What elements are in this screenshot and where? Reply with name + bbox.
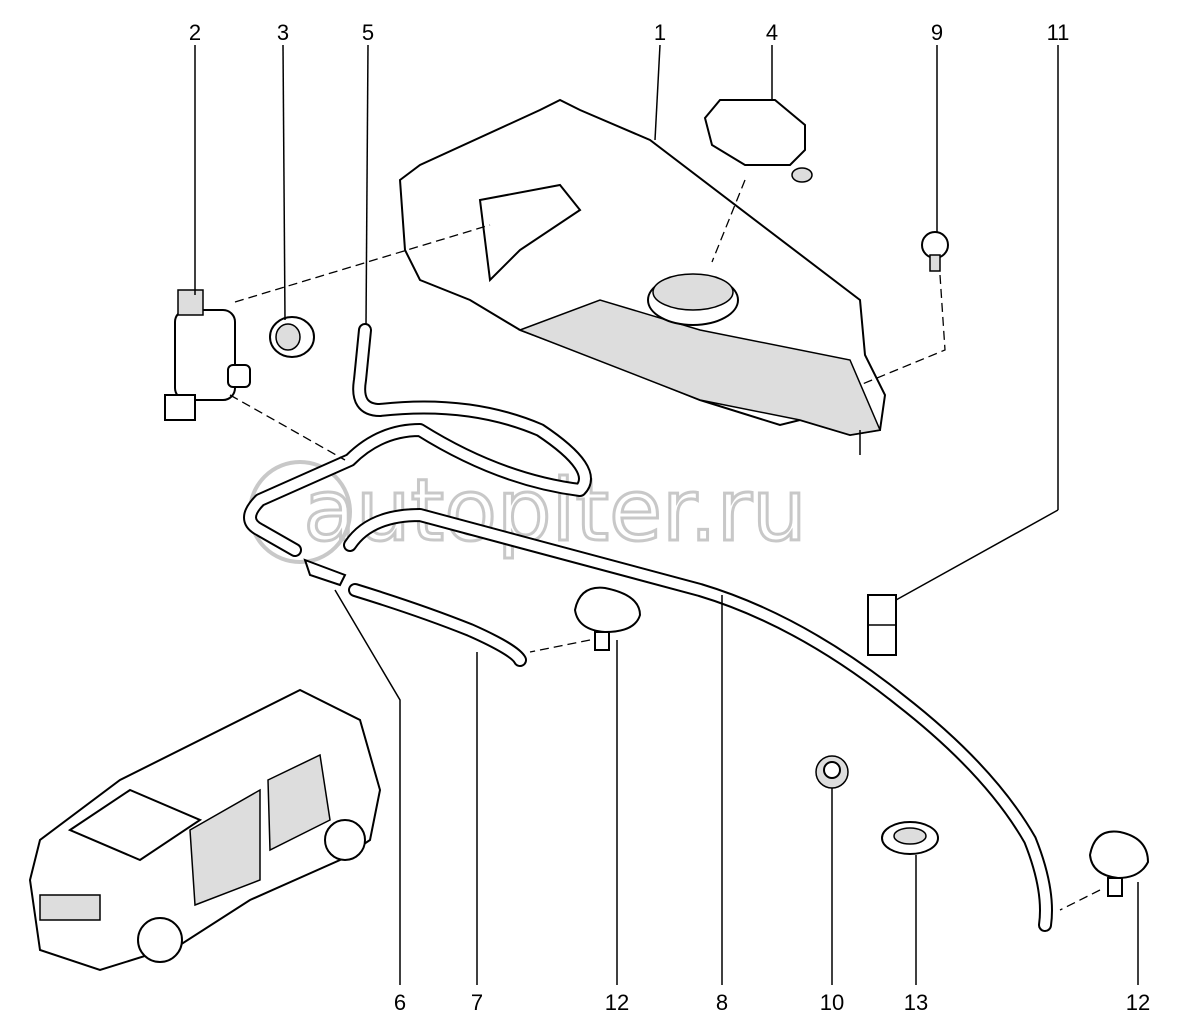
hose-clip-small (815, 755, 849, 789)
assembly-lines (229, 179, 1101, 911)
callout-12-left: 12 (605, 990, 629, 1015)
callout-5: 5 (362, 20, 374, 45)
callout-13: 13 (904, 990, 928, 1015)
callout-6: 6 (394, 990, 406, 1015)
callout-4: 4 (766, 20, 778, 45)
pump-grommet (269, 316, 315, 358)
callout-1: 1 (654, 20, 666, 45)
washer-nozzle-left (573, 586, 642, 651)
hose-clip (867, 594, 897, 656)
washer-pump (164, 289, 251, 421)
reservoir-cap (703, 99, 813, 183)
callout-9: 9 (931, 20, 943, 45)
callout-2: 2 (189, 20, 201, 45)
callout-7: 7 (471, 990, 483, 1015)
bolt (921, 231, 949, 272)
vehicle-thumbnail (28, 688, 382, 972)
callout-8: 8 (716, 990, 728, 1015)
callout-3: 3 (277, 20, 289, 45)
washer-nozzle-right (1088, 830, 1150, 897)
callout-10: 10 (820, 990, 844, 1015)
leader-lines (194, 44, 1139, 985)
washer-reservoir (398, 98, 887, 455)
hoses (243, 323, 1053, 932)
callouts-bottom: 6 7 12 8 10 13 12 (394, 990, 1150, 1015)
callout-12-right: 12 (1126, 990, 1150, 1015)
nozzle-grommet (881, 821, 939, 855)
callout-11: 11 (1047, 20, 1070, 45)
callouts-top: 2 3 5 1 4 9 11 (189, 20, 1070, 45)
